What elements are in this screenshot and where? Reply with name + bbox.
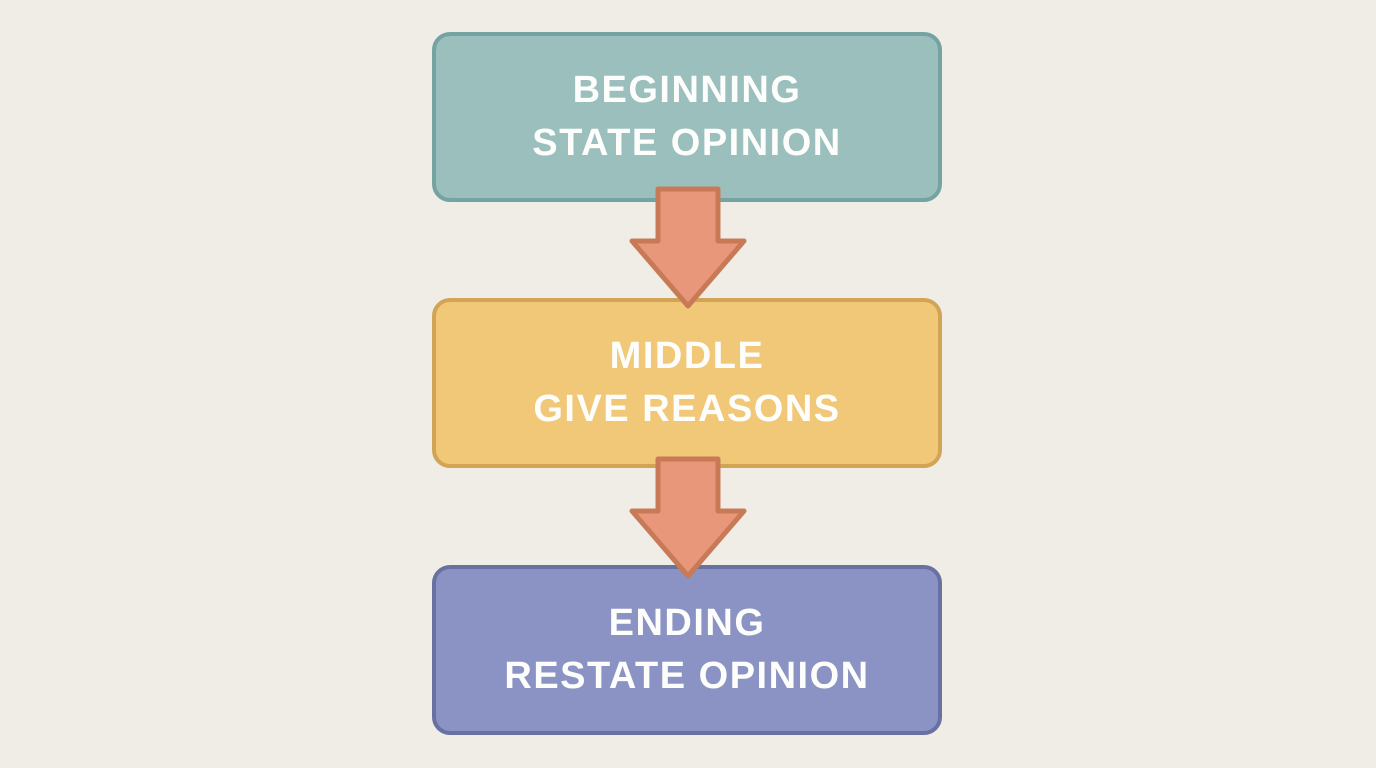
node-ending-line2: RESTATE OPINION — [504, 655, 870, 697]
node-ending-line1: ENDING — [608, 602, 766, 644]
node-beginning-line2: STATE OPINION — [532, 122, 842, 164]
down-arrow-icon — [629, 186, 747, 309]
node-middle-line2: GIVE REASONS — [533, 388, 841, 430]
down-arrow-shape — [629, 456, 747, 579]
node-beginning-line1: BEGINNING — [572, 69, 802, 111]
node-middle: MIDDLE GIVE REASONS — [432, 298, 942, 468]
node-middle-line1: MIDDLE — [609, 335, 765, 377]
down-arrow-shape — [629, 186, 747, 309]
node-beginning: BEGINNING STATE OPINION — [432, 32, 942, 202]
down-arrow-icon — [629, 456, 747, 579]
node-ending: ENDING RESTATE OPINION — [432, 565, 942, 735]
